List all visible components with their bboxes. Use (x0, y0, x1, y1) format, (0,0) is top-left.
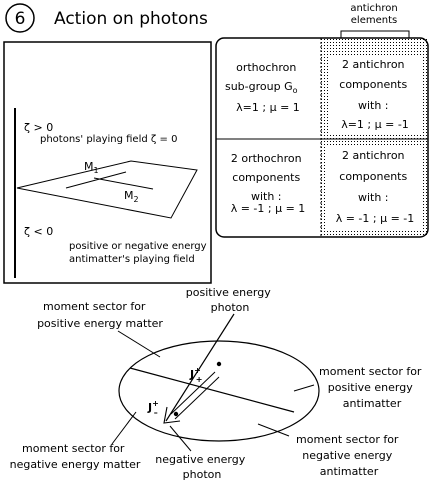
j-minus-point (173, 411, 179, 417)
positive-photon-label: positive energy photon (186, 286, 274, 314)
sector-divider-line (129, 367, 295, 413)
m2-segment (93, 177, 154, 190)
leader-positive-antimatter (293, 384, 315, 392)
svg-text:2 antichron components: 2 antichron components with : λ = -1 ; μ… (336, 149, 415, 225)
header: 6 Action on photons (5, 3, 208, 33)
sector-negative-antimatter-label: moment sector for negative energy antima… (296, 433, 402, 478)
cell-antichron-components-bottom: 2 antichron components with : λ = -1 ; μ… (327, 146, 423, 230)
sector-negative-matter-label: moment sector for negative energy matter (10, 442, 141, 471)
photon-arrow-line-1 (170, 371, 216, 415)
zeta-negative-label: ζ < 0 (24, 225, 53, 238)
moment-ellipse-diagram: J++ J+– positive energy photon moment se… (10, 286, 425, 481)
sector-positive-antimatter-label: moment sector for positive energy antima… (319, 365, 425, 410)
photon-arrowhead (163, 406, 181, 424)
m2-label: M2 (124, 189, 139, 204)
antimatter-label-line1: positive or negative energy (69, 241, 207, 252)
leader-negative-matter (111, 411, 137, 445)
j-plus-point (216, 361, 222, 367)
cell-antichron-components-top: 2 antichron components with : λ=1 ; μ = … (329, 56, 421, 134)
cell-orthochron-components: 2 orthochron components with : λ = -1 ; … (231, 152, 306, 215)
j-minus-label: J+– (147, 399, 159, 417)
leader-negative-antimatter (257, 423, 290, 437)
plane-panel: ζ > 0 photons' playing field ζ = 0 M1 M2… (3, 41, 212, 284)
j-plus-label: J++ (189, 366, 203, 384)
photon-arrow-line-2 (174, 376, 220, 420)
figure-title: Action on photons (54, 9, 208, 29)
table-border (215, 37, 429, 238)
sector-positive-matter-label: moment sector for positive energy matter (37, 300, 163, 330)
m1-label: M1 (84, 160, 99, 175)
antichron-header-line1: antichron (350, 3, 397, 14)
leader-positive-matter (117, 330, 161, 358)
photon-axis (165, 313, 235, 422)
zeta-positive-label: ζ > 0 (24, 121, 53, 134)
cell-orthochron-subgroup: orthochron sub-group Go λ=1 ; μ = 1 (225, 61, 301, 114)
antichron-header-line2: elements (351, 15, 397, 26)
photon-plane (16, 160, 198, 219)
negative-photon-label: negative energy photon (155, 453, 248, 481)
svg-text:2 antichron components: 2 antichron components with : λ=1 ; μ = … (339, 58, 410, 131)
group-table: antichron elements orthochron sub-group … (215, 3, 429, 238)
moment-ellipse (118, 340, 320, 442)
antimatter-label-line2: antimatter's playing field (69, 254, 195, 265)
m1-segment (65, 171, 127, 189)
plane-panel-border (3, 41, 212, 284)
photon-field-label: photons' playing field ζ = 0 (40, 134, 177, 145)
antichron-bracket (340, 30, 410, 38)
figure-number: 6 (15, 9, 26, 29)
leader-negative-photon (169, 425, 192, 452)
number-circle (5, 3, 35, 33)
